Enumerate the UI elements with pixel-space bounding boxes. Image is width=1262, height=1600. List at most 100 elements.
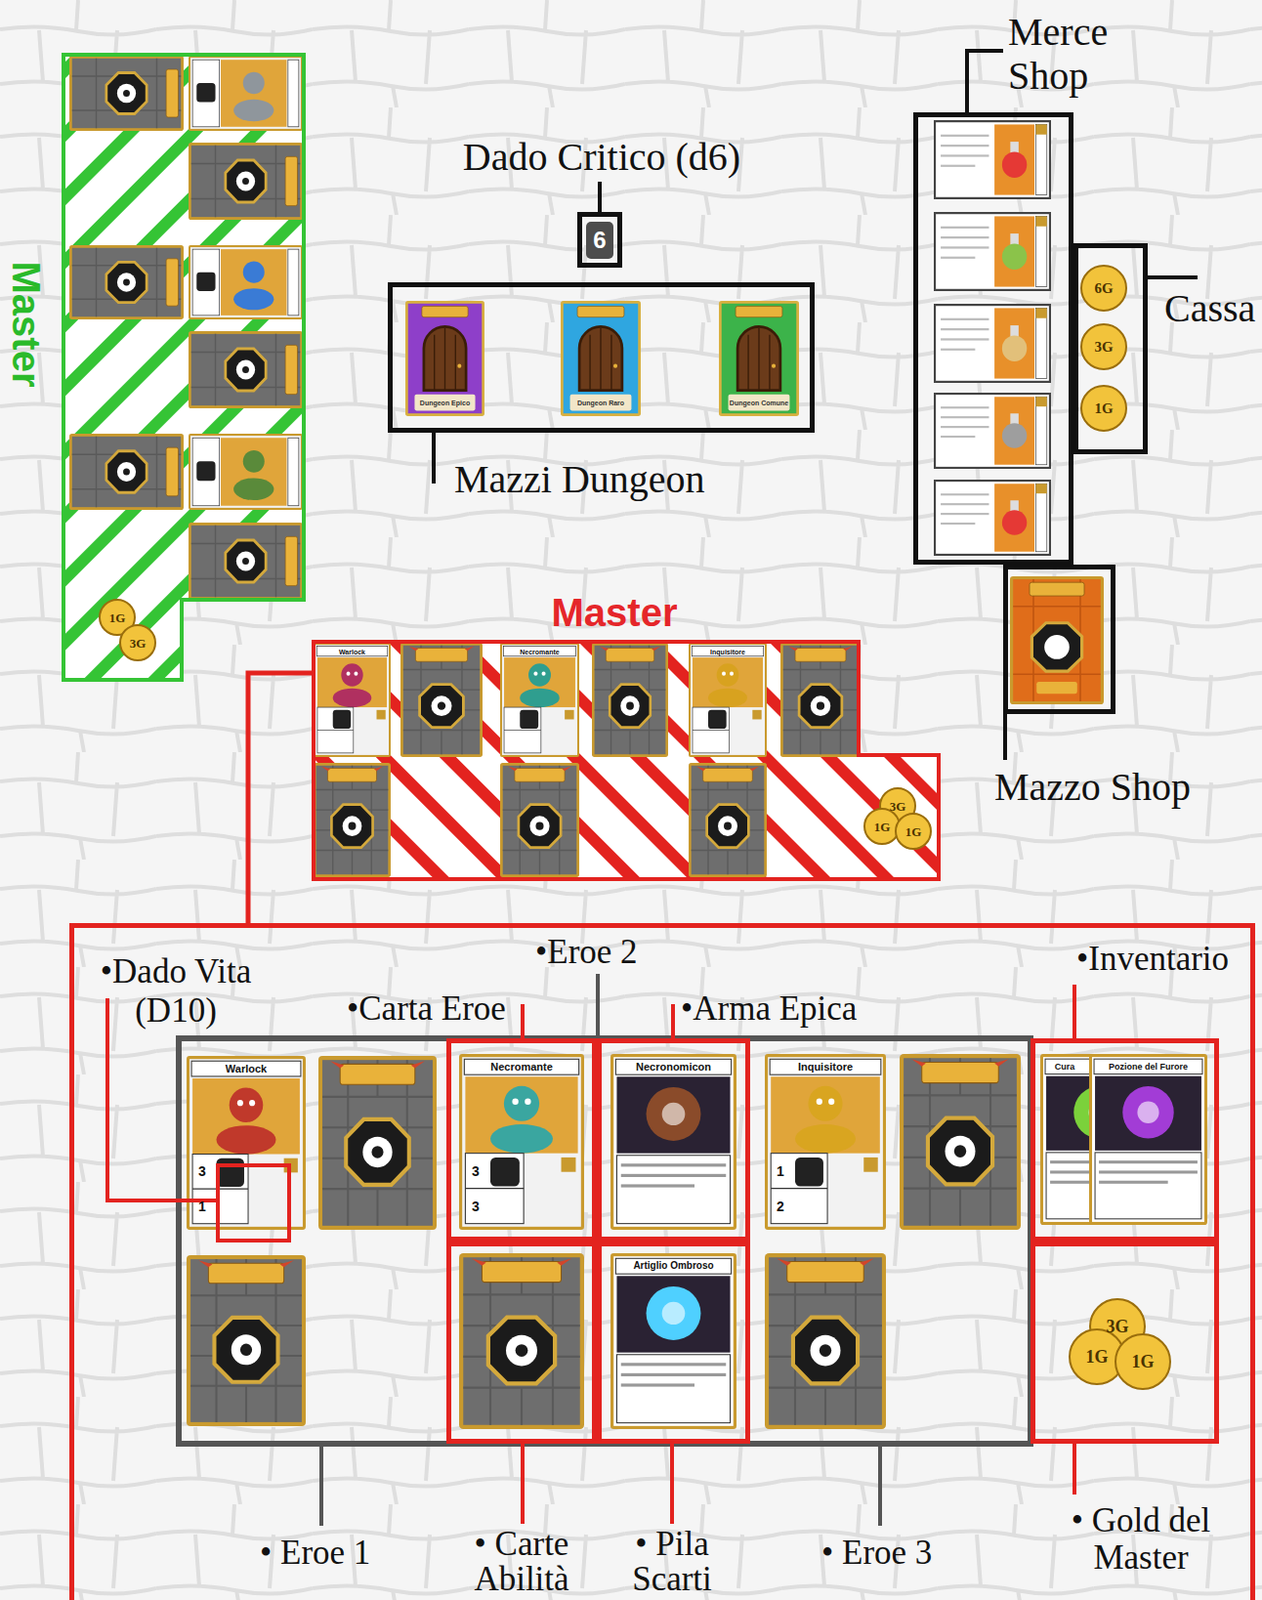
node-label: •Carta Eroe: [346, 989, 506, 1029]
master-gold-box: • Gold del Master: [1030, 1241, 1220, 1444]
green-master-cards: [69, 55, 303, 600]
red-leader-lines: [107, 984, 1075, 1524]
dungeon-card: [718, 300, 800, 417]
leader-line: [1072, 1443, 1077, 1495]
card-back: [780, 642, 861, 758]
shop-deck-box: Mazzo Shop: [1003, 564, 1116, 715]
card-text: 1G: [1085, 1347, 1108, 1366]
card-text: Pozione del Furore: [1108, 1062, 1188, 1072]
card-text: Necronomicon: [635, 1061, 712, 1073]
node-label: • Eroe 3: [821, 1533, 932, 1573]
discard-card: [610, 1253, 737, 1430]
master-zone: Master: [311, 639, 941, 882]
card-text: 1G: [874, 820, 891, 834]
node-label: •Arma Epica: [680, 989, 857, 1029]
leader-line: [967, 50, 1004, 113]
dungeon-decks-box: Mazzi Dungeon: [387, 282, 815, 433]
shop-card: [933, 303, 1052, 383]
leader-line: [671, 1004, 675, 1039]
critical-die-box: Dado Critico (d6)6: [577, 211, 623, 268]
leader-line: [1003, 714, 1008, 760]
card-back: [69, 433, 184, 510]
life-die-box: •Dado Vita (D10): [215, 1163, 292, 1243]
card-text: 1: [198, 1199, 207, 1214]
node-label: 6: [577, 226, 623, 254]
leader-line: [431, 432, 436, 484]
card-text: 3: [471, 1164, 480, 1178]
card-back: [69, 245, 184, 320]
shop-card: [933, 479, 1052, 556]
shop-card: [933, 120, 1052, 200]
shop-goods-box: Merce Shop: [913, 112, 1074, 565]
card-text: 3G: [1093, 339, 1113, 355]
hero-card: [688, 642, 767, 758]
card-back: [69, 55, 184, 131]
dungeon-card: [405, 300, 485, 417]
leader-line: [878, 1443, 883, 1526]
coin: [1081, 324, 1127, 370]
card-text: 1G: [109, 611, 127, 625]
card-text: 1G: [905, 825, 923, 839]
zone-border: [63, 54, 304, 680]
card-text: 3G: [889, 799, 907, 813]
zone-border: [313, 641, 939, 880]
card-text: 3G: [1105, 1317, 1129, 1336]
card-text: Dungeon Comune: [729, 399, 789, 407]
shop-card: [933, 392, 1052, 469]
leader-line: [520, 1004, 525, 1039]
card-back: [899, 1053, 1021, 1230]
card-text: Inquisitore: [710, 648, 746, 656]
epic-weapon-card: [610, 1053, 737, 1230]
card-text: Artiglio Ombroso: [632, 1261, 714, 1271]
node-label: • Carte Abilità: [457, 1526, 587, 1598]
hero-card: [188, 433, 303, 510]
coin: [1081, 385, 1127, 431]
card-back: [764, 1253, 886, 1430]
card-text: Dungeon Epico: [420, 399, 470, 407]
leader-lines: [433, 50, 1198, 760]
coin: [864, 808, 900, 844]
ability-cards-box: • Carte Abilità: [446, 1241, 597, 1444]
leader-line: [520, 1443, 525, 1524]
card-back: [188, 522, 303, 600]
coin: [1081, 265, 1127, 311]
node-label: • Pila Scarti: [614, 1526, 730, 1598]
card-back: [186, 1255, 306, 1427]
card-text: Warlock: [225, 1063, 267, 1075]
hero-card: [188, 245, 303, 320]
card-back: [188, 142, 303, 220]
dungeon-decks: [405, 300, 800, 417]
card-text: 1G: [1131, 1352, 1154, 1371]
inventory-card: [1089, 1053, 1208, 1225]
leader-line: [670, 1443, 674, 1524]
node-label: Dado Critico (d6): [443, 134, 760, 180]
card-text: Inquisitore: [798, 1061, 853, 1073]
red-master-cards: [313, 642, 861, 878]
discard-pile-box: • Pila Scarti: [596, 1241, 751, 1444]
card-text: 6G: [1093, 281, 1113, 296]
leader-line: [1147, 275, 1198, 280]
node-label: •Eroe 2: [535, 932, 638, 972]
card-back: [188, 331, 303, 409]
card-text: Necromante: [490, 1061, 553, 1073]
hero-card: [313, 642, 391, 758]
node-label: • Eroe 1: [259, 1533, 371, 1573]
card-back: [688, 762, 767, 878]
leader-line: [597, 181, 602, 212]
zone-outline: [61, 52, 306, 682]
card-back: [400, 642, 483, 758]
node-label: • Gold del Master: [1058, 1502, 1223, 1577]
node-label: Mazzi Dungeon: [454, 457, 706, 503]
leader-line: [319, 1443, 324, 1526]
card-text: 1G: [1093, 401, 1113, 417]
hero-card: [764, 1053, 886, 1230]
leader-line: [1072, 984, 1077, 1039]
coin: [895, 813, 931, 849]
hero-card: [459, 1053, 585, 1230]
node-label: Mazzo Shop: [994, 764, 1191, 810]
dungeon-card: [560, 300, 641, 417]
card-text: Cura: [1054, 1062, 1076, 1072]
card-back: [313, 762, 391, 878]
